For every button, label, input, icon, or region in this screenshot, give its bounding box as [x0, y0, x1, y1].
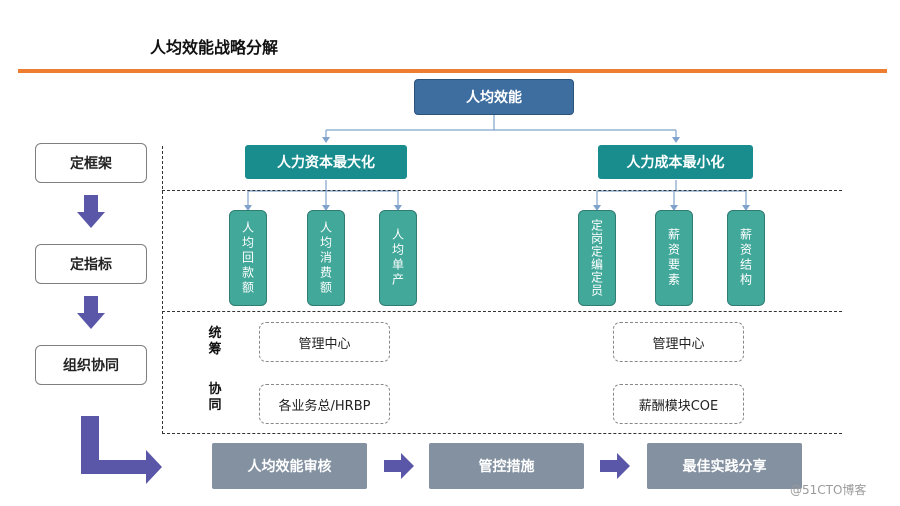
divider-2	[162, 311, 842, 312]
process-step: 人均效能审核	[212, 443, 367, 489]
owner-box: 管理中心	[613, 322, 744, 362]
row-label-collab: 协同	[208, 382, 222, 413]
site-watermark: @51CTO博客	[790, 483, 867, 497]
process-step: 最佳实践分享	[647, 443, 802, 489]
owner-box: 管理中心	[259, 322, 390, 362]
branch-minimize: 人力成本最小化	[598, 145, 753, 179]
page-title: 人均效能战略分解	[150, 38, 279, 57]
root-node: 人均效能	[414, 79, 574, 115]
down-arrow-2	[77, 296, 105, 329]
bent-arrow	[81, 416, 162, 484]
row-label-overall: 统筹	[208, 326, 222, 357]
metric-node: 人均单产	[379, 210, 417, 306]
stage-metrics: 定指标	[35, 244, 147, 284]
metric-node: 薪资结构	[727, 210, 765, 306]
process-arrow-1	[384, 453, 414, 479]
title-underline	[18, 69, 887, 73]
metric-node: 定岗定编定员	[578, 210, 616, 306]
process-step: 管控措施	[429, 443, 584, 489]
process-arrow-2	[600, 453, 630, 479]
divider-1	[162, 190, 842, 191]
down-arrow-1	[77, 195, 105, 228]
metric-node: 薪资要素	[655, 210, 693, 306]
metric-node: 人均消费额	[307, 210, 345, 306]
owner-box: 薪酬模块COE	[613, 384, 744, 424]
stage-framework: 定框架	[35, 143, 147, 183]
vertical-divider	[162, 146, 163, 434]
tree-arrowheads	[244, 137, 750, 211]
divider-3	[162, 433, 842, 434]
stage-coordination: 组织协同	[35, 345, 147, 385]
metric-node: 人均回款额	[229, 210, 267, 306]
branch-maximize: 人力资本最大化	[245, 145, 407, 179]
owner-box: 各业务总/HRBP	[259, 384, 390, 424]
